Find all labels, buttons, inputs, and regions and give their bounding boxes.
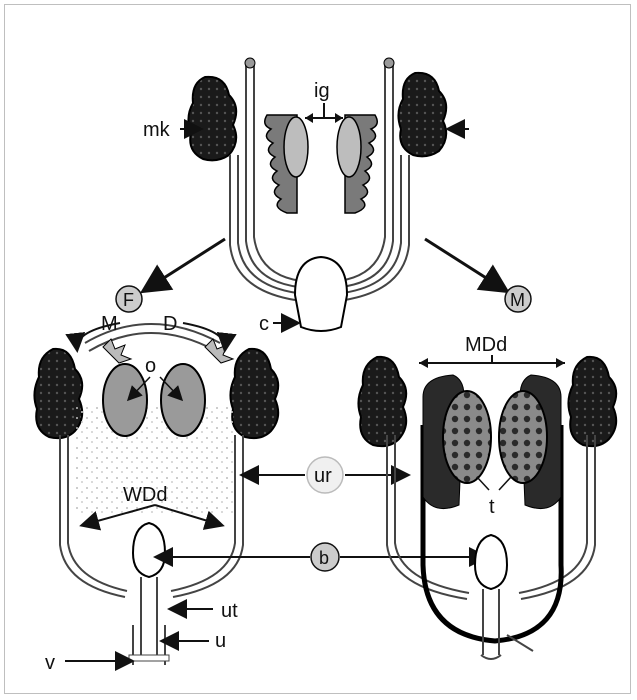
label-MDd: MDd	[465, 334, 507, 356]
reproductive-diagram: ig mk F M c	[5, 5, 632, 695]
label-F: F	[123, 290, 134, 310]
ovary-right	[161, 364, 205, 436]
testis-left	[443, 391, 491, 483]
label-v: v	[45, 652, 55, 674]
indifferent-gonad-left	[284, 117, 308, 177]
ovary-left	[103, 364, 147, 436]
cloaca	[295, 257, 347, 331]
indifferent-stage: ig mk F M c	[116, 58, 531, 335]
label-WDd: WDd	[123, 484, 167, 506]
mesonephric-kidney-right	[398, 73, 446, 157]
mesonephric-kidney-left	[188, 77, 236, 161]
bladder-male	[475, 535, 507, 589]
indifferent-gonad-right	[337, 117, 361, 177]
testis-right	[499, 391, 547, 483]
label-mk: mk	[143, 119, 171, 141]
label-u: u	[215, 630, 226, 652]
figure-frame: ig mk F M c	[4, 4, 631, 694]
label-ur: ur	[314, 465, 332, 487]
bladder-female	[133, 523, 165, 577]
label-o: o	[145, 355, 156, 377]
label-M-circle: M	[510, 290, 525, 310]
male-stage: t MDd	[358, 334, 616, 659]
label-ig: ig	[314, 80, 330, 102]
female-kidney-right	[230, 349, 278, 438]
label-ut: ut	[221, 600, 238, 622]
female-stage: o M D WDd ut u v	[34, 313, 278, 674]
label-D: D	[163, 313, 177, 335]
label-c: c	[259, 313, 269, 335]
male-kidney-left	[358, 357, 406, 446]
label-t: t	[489, 496, 495, 518]
label-b: b	[319, 548, 329, 568]
male-kidney-right	[568, 357, 616, 446]
